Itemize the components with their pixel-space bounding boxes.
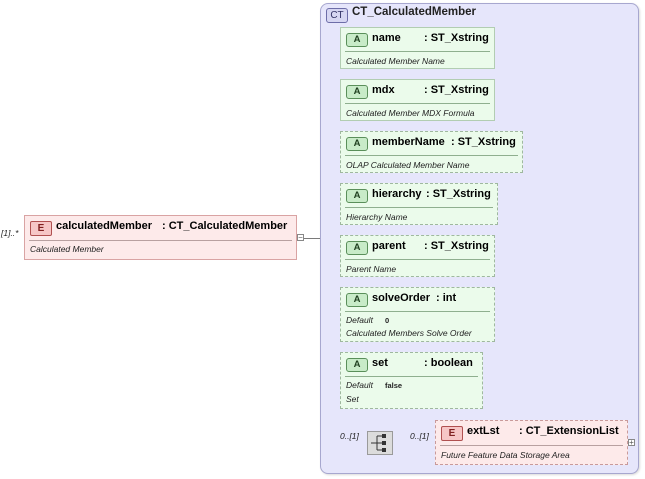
attribute-solveOrder[interactable]: A solveOrder : int Default 0 Calculated … bbox=[340, 287, 495, 342]
root-element-calculatedMember[interactable]: E calculatedMember : CT_CalculatedMember… bbox=[24, 215, 297, 260]
attribute-default-label: Default bbox=[346, 380, 373, 390]
collapse-toggle-icon[interactable]: − bbox=[297, 233, 304, 242]
attribute-name-label: parent bbox=[372, 240, 406, 252]
attribute-description: Parent Name bbox=[346, 264, 397, 274]
attribute-set[interactable]: A set : boolean Default false Set bbox=[340, 352, 483, 409]
attribute-default-value: false bbox=[385, 381, 403, 390]
sequence-cardinality: 0..[1] bbox=[340, 431, 359, 441]
attribute-type: : int bbox=[436, 292, 457, 304]
attribute-default-label: Default bbox=[346, 315, 373, 325]
attribute-badge: A bbox=[346, 85, 368, 99]
attribute-name-label: solveOrder bbox=[372, 292, 431, 304]
attribute-mdx[interactable]: A mdx : ST_Xstring Calculated Member MDX… bbox=[340, 79, 495, 121]
attribute-description: Calculated Member MDX Formula bbox=[346, 108, 475, 118]
attribute-badge: A bbox=[346, 33, 368, 47]
complex-type-title: CT_CalculatedMember bbox=[352, 6, 476, 18]
element-badge: E bbox=[30, 221, 52, 236]
sequence-icon[interactable] bbox=[367, 431, 393, 455]
element-description: Future Feature Data Storage Area bbox=[441, 450, 570, 460]
attribute-memberName[interactable]: A memberName : ST_Xstring OLAP Calculate… bbox=[340, 131, 523, 173]
element-name: calculatedMember bbox=[56, 220, 152, 232]
attribute-type: : ST_Xstring bbox=[426, 188, 491, 200]
attribute-name-label: name bbox=[372, 32, 401, 44]
attribute-description: Calculated Members Solve Order bbox=[346, 328, 472, 338]
root-connector bbox=[297, 238, 330, 239]
attribute-badge: A bbox=[346, 358, 368, 372]
attribute-type: : ST_Xstring bbox=[424, 240, 489, 252]
attribute-name-label: memberName bbox=[372, 136, 445, 148]
attribute-type: : ST_Xstring bbox=[451, 136, 516, 148]
element-name: extLst bbox=[467, 425, 500, 437]
element-type: : CT_ExtensionList bbox=[519, 425, 619, 437]
attribute-parent[interactable]: A parent : ST_Xstring Parent Name bbox=[340, 235, 495, 277]
attribute-type: : ST_Xstring bbox=[424, 84, 489, 96]
element-badge: E bbox=[441, 426, 463, 441]
attribute-hierarchy[interactable]: A hierarchy : ST_Xstring Hierarchy Name bbox=[340, 183, 498, 225]
element-description: Calculated Member bbox=[30, 244, 104, 254]
root-cardinality: [1]..* bbox=[1, 228, 19, 238]
attribute-badge: A bbox=[346, 241, 368, 255]
attribute-type: : ST_Xstring bbox=[424, 32, 489, 44]
attribute-name[interactable]: A name : ST_Xstring Calculated Member Na… bbox=[340, 27, 495, 69]
attribute-badge: A bbox=[346, 137, 368, 151]
attribute-description: OLAP Calculated Member Name bbox=[346, 160, 470, 170]
expand-toggle-icon[interactable]: + bbox=[628, 438, 635, 447]
element-extLst[interactable]: E extLst : CT_ExtensionList Future Featu… bbox=[435, 420, 628, 465]
attribute-description: Calculated Member Name bbox=[346, 56, 445, 66]
attribute-badge: A bbox=[346, 293, 368, 307]
complex-type-badge: CT bbox=[326, 8, 348, 23]
element-type: : CT_CalculatedMember bbox=[162, 220, 288, 232]
attribute-description: Set bbox=[346, 394, 359, 404]
attribute-name-label: set bbox=[372, 357, 388, 369]
attribute-name-label: mdx bbox=[372, 84, 395, 96]
attribute-badge: A bbox=[346, 189, 368, 203]
attribute-description: Hierarchy Name bbox=[346, 212, 408, 222]
attribute-name-label: hierarchy bbox=[372, 188, 422, 200]
attribute-default-value: 0 bbox=[385, 316, 390, 325]
attribute-type: : boolean bbox=[424, 357, 473, 369]
extLst-cardinality: 0..[1] bbox=[410, 431, 429, 441]
